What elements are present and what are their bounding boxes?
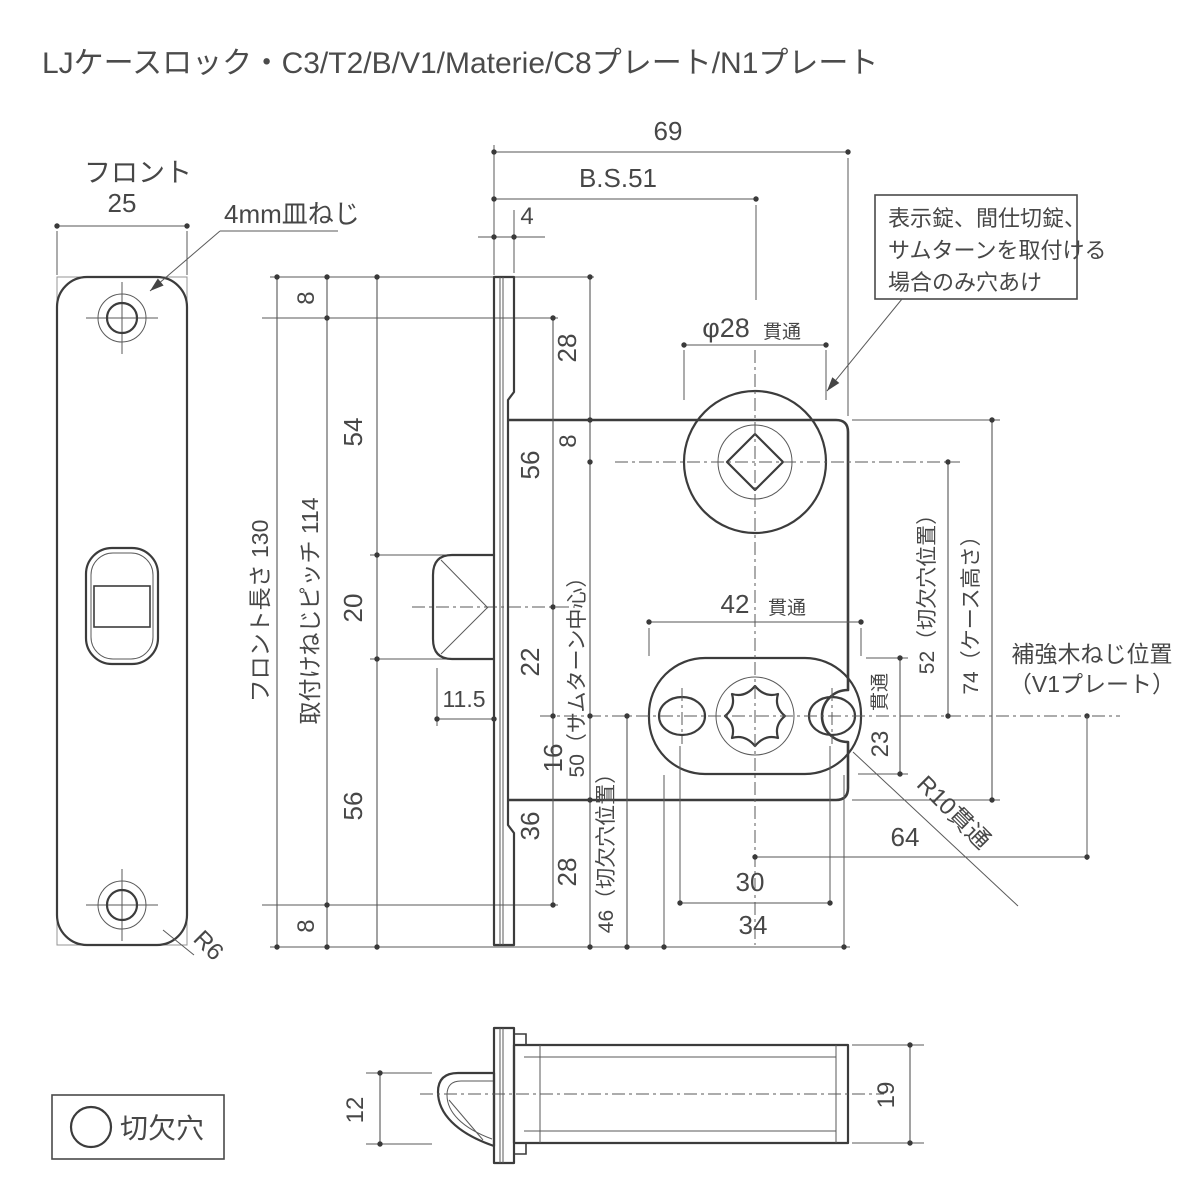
- dim-64: 64: [891, 822, 920, 852]
- dim-34: 34: [739, 910, 768, 940]
- dim-56-upper: 56: [515, 451, 545, 480]
- latch-width-dimension: 12: [342, 1070, 432, 1147]
- faceplate-side: [492, 275, 516, 947]
- dim-42-suffix: 貫通: [768, 597, 806, 619]
- dim-16: 16: [538, 744, 568, 773]
- dim-backset: B.S.51: [579, 163, 657, 193]
- front-view-label: フロント: [84, 158, 192, 188]
- front-plate-construction-box: [56, 276, 188, 946]
- dim-23: 23: [867, 731, 894, 758]
- bottom-row-dimensions: 64 30 34 R10貫通: [661, 746, 1090, 950]
- dim-52-notch: 52（切欠穴位置）: [916, 504, 939, 674]
- latch-bolt-side: [431, 553, 496, 661]
- dim-phi28: φ28: [702, 313, 750, 343]
- dim-50-thumbturn: 50（サムターン中心）: [566, 567, 589, 778]
- faceplate-plan: [492, 1026, 516, 1165]
- latch-bolt-plan: [436, 1071, 496, 1148]
- cutout-dimensions: 42 貫通 貫通 23: [646, 589, 908, 777]
- dim-12: 12: [342, 1097, 369, 1124]
- screw-note: 4mm皿ねじ: [149, 199, 360, 292]
- spindle-hole-dimension: φ28 貫通: [681, 313, 829, 400]
- dim-30: 30: [736, 867, 765, 897]
- corner-radius-value: R6: [188, 925, 229, 966]
- reinforce-note-line1: 補強木ねじ位置: [1012, 641, 1173, 667]
- screw-pitch-label: 取付けねじピッチ 114: [297, 497, 323, 724]
- dim-28-bottom: 28: [552, 858, 582, 887]
- dim-4: 4: [520, 203, 533, 230]
- reinforce-screw-note: 補強木ねじ位置 （V1プレート）: [1009, 641, 1175, 860]
- dim-54: 54: [338, 418, 368, 447]
- dim-28-top: 28: [552, 334, 582, 363]
- note-line-2: サムターンを取付ける: [888, 238, 1106, 263]
- front-width-dimension: 25: [54, 188, 190, 275]
- front-plate-outline: [55, 275, 189, 947]
- front-screw-hole-top: [86, 282, 158, 354]
- bottom-view: 12 19: [342, 1026, 924, 1165]
- front-screw-hole-bottom: [86, 869, 158, 941]
- note-arrow: [827, 377, 840, 391]
- dim-74-case-height: 74（ケース高さ）: [960, 525, 983, 694]
- dim-69: 69: [654, 116, 683, 146]
- bottom-edge-dim: 8: [293, 919, 320, 932]
- legend-label: 切欠穴: [120, 1113, 204, 1144]
- reinforce-note-line2: （V1プレート）: [1009, 671, 1175, 697]
- side-view-body: 11.5: [412, 275, 1120, 947]
- dim-phi28-suffix: 貫通: [763, 321, 801, 343]
- dim-r10: R10貫通: [911, 771, 995, 855]
- legend: 切欠穴: [51, 1094, 225, 1160]
- screw-note-arrow: [150, 278, 164, 291]
- dim-11-5: 11.5: [442, 686, 485, 712]
- side-view-middle-dimensions: 56 22 36 28 8 50（サムターン中心） 16 28 46（切欠穴位置…: [515, 274, 630, 950]
- page-title: LJケースロック・C3/T2/B/V1/Materie/C8プレート/N1プレー…: [42, 47, 878, 80]
- side-view-top-dimensions: 69 B.S.51 4: [478, 116, 851, 416]
- note-box: 表示錠、間仕切錠、 サムターンを取付ける 場合のみ穴あけ: [826, 194, 1106, 392]
- screw-note-text: 4mm皿ねじ: [224, 199, 360, 229]
- dim-23-suffix: 貫通: [869, 673, 891, 711]
- latch-protrusion-dimension: 11.5: [434, 668, 497, 726]
- note-line-1: 表示錠、間仕切錠、: [888, 206, 1086, 231]
- dim-42: 42: [721, 589, 750, 619]
- dim-22: 22: [515, 648, 545, 677]
- corner-radius-note: R6: [162, 925, 229, 966]
- note-line-3: 場合のみ穴あけ: [888, 270, 1042, 295]
- dim-56-lower: 56: [338, 792, 368, 821]
- front-length-label: フロント長さ 130: [247, 520, 273, 703]
- side-view-left-dimensions: フロント長さ 130 8 取付けねじピッチ 114 8 54 20 56: [247, 274, 850, 950]
- front-width-value: 25: [108, 188, 137, 218]
- dim-20: 20: [338, 594, 368, 623]
- front-latch-opening: [84, 546, 160, 666]
- dim-36: 36: [515, 812, 545, 841]
- front-view: フロント 25: [54, 158, 360, 966]
- dim-19: 19: [873, 1082, 900, 1109]
- case-thickness-dimension: 19: [852, 1042, 924, 1146]
- legend-box: [51, 1094, 225, 1160]
- dim-46-notch: 46（切欠穴位置）: [595, 763, 618, 933]
- top-edge-dim: 8: [293, 291, 320, 304]
- legend-cutout-circle: [69, 1105, 113, 1149]
- dim-8-spindle: 8: [555, 434, 582, 447]
- side-view-right-dimensions: 52（切欠穴位置） 74（ケース高さ）: [852, 417, 1000, 803]
